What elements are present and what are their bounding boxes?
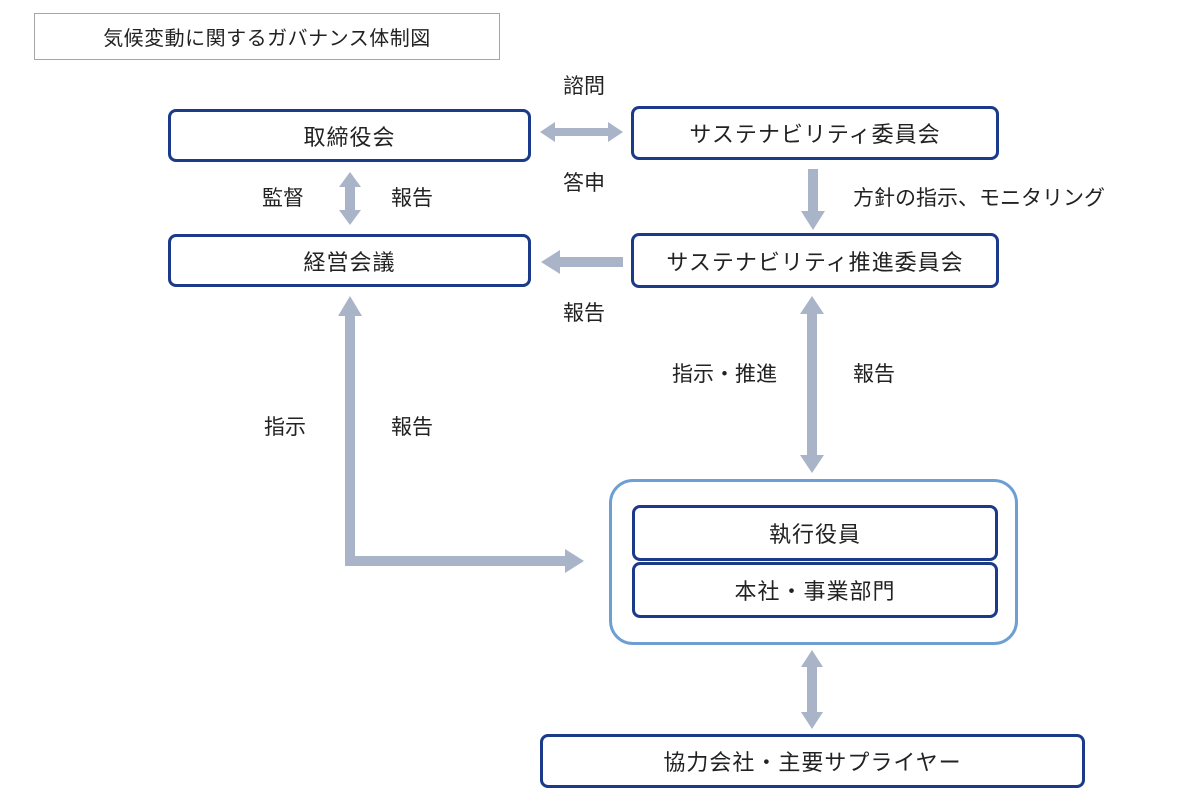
label-report-board: 報告 [391,186,433,210]
partners-suppliers-node: 協力会社・主要サプライヤー [540,734,1085,788]
label-report-promotion: 報告 [563,301,605,325]
executive-officers-node: 執行役員 [632,505,998,561]
arrow-promotion-executives [800,296,824,473]
arrow-committee-to-promotion [801,169,825,230]
label-instruct: 指示 [264,415,306,439]
label-consult: 諮問 [563,74,605,98]
head-office-divisions-node: 本社・事業部門 [632,562,998,618]
label-supervise: 監督 [262,186,304,210]
arrow-management-executives [338,296,584,573]
arrow-group-partners [801,650,823,729]
arrow-promotion-to-management [541,250,623,274]
arrow-board-committee [540,122,623,142]
label-report-mgmt: 報告 [391,415,433,439]
label-report-exec: 報告 [853,362,895,386]
arrow-board-management [339,172,361,225]
label-instruct-promote: 指示・推進 [672,362,777,386]
label-policy-monitoring: 方針の指示、モニタリング [853,186,1105,210]
label-answer: 答申 [563,171,605,195]
board-node: 取締役会 [168,109,531,162]
sustainability-committee-node: サステナビリティ委員会 [631,106,999,160]
sustainability-promotion-committee-node: サステナビリティ推進委員会 [631,233,999,288]
diagram-title: 気候変動に関するガバナンス体制図 [34,13,500,60]
management-meeting-node: 経営会議 [168,234,531,287]
